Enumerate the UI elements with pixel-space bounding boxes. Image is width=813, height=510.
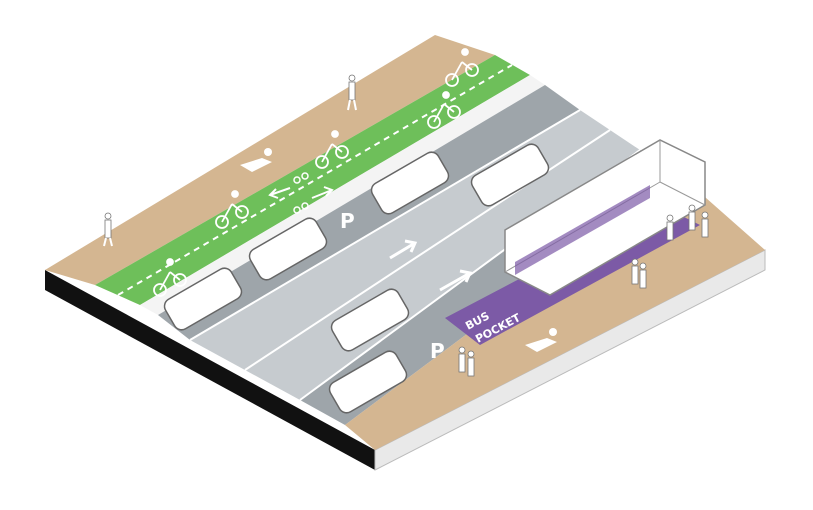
- pedestrian-icon: [631, 258, 647, 289]
- pedestrian-icon: [240, 148, 272, 172]
- cyclist-icon: [215, 190, 249, 229]
- bicycle-symbol-icon: [293, 172, 309, 214]
- lane-divider-line: [244, 129, 611, 371]
- bus-icon: [504, 139, 706, 296]
- base-slab-front-edge: [45, 270, 375, 470]
- car-icon: [470, 143, 550, 207]
- arrow-icon: [389, 239, 418, 260]
- cyclist-icon: [427, 91, 461, 129]
- car-icon: [330, 288, 410, 352]
- bike-lane: [95, 55, 530, 305]
- cyclist-icon: [445, 48, 479, 87]
- bike-buffer: [140, 75, 545, 315]
- arrow-icon: [311, 186, 334, 199]
- pedestrian-icon: [458, 346, 475, 377]
- parking-edge-line-far: [189, 109, 581, 341]
- pedestrian-icon: [347, 74, 357, 111]
- pedestrian-icon: [525, 328, 557, 352]
- car-icon: [163, 267, 243, 331]
- car-icon: [248, 217, 328, 281]
- cyclist-icon: [315, 130, 349, 169]
- parking-marker: P: [340, 209, 355, 233]
- far-sidewalk: [45, 35, 495, 285]
- arrow-icon: [439, 269, 473, 292]
- arrow-icon: [268, 187, 291, 199]
- pedestrian-icon: [103, 212, 113, 247]
- car-icon: [328, 350, 408, 414]
- pedestrian-icon: [666, 204, 709, 241]
- parking-marker: P: [430, 339, 445, 363]
- car-icon: [370, 151, 450, 215]
- cyclist-icon: [153, 258, 187, 297]
